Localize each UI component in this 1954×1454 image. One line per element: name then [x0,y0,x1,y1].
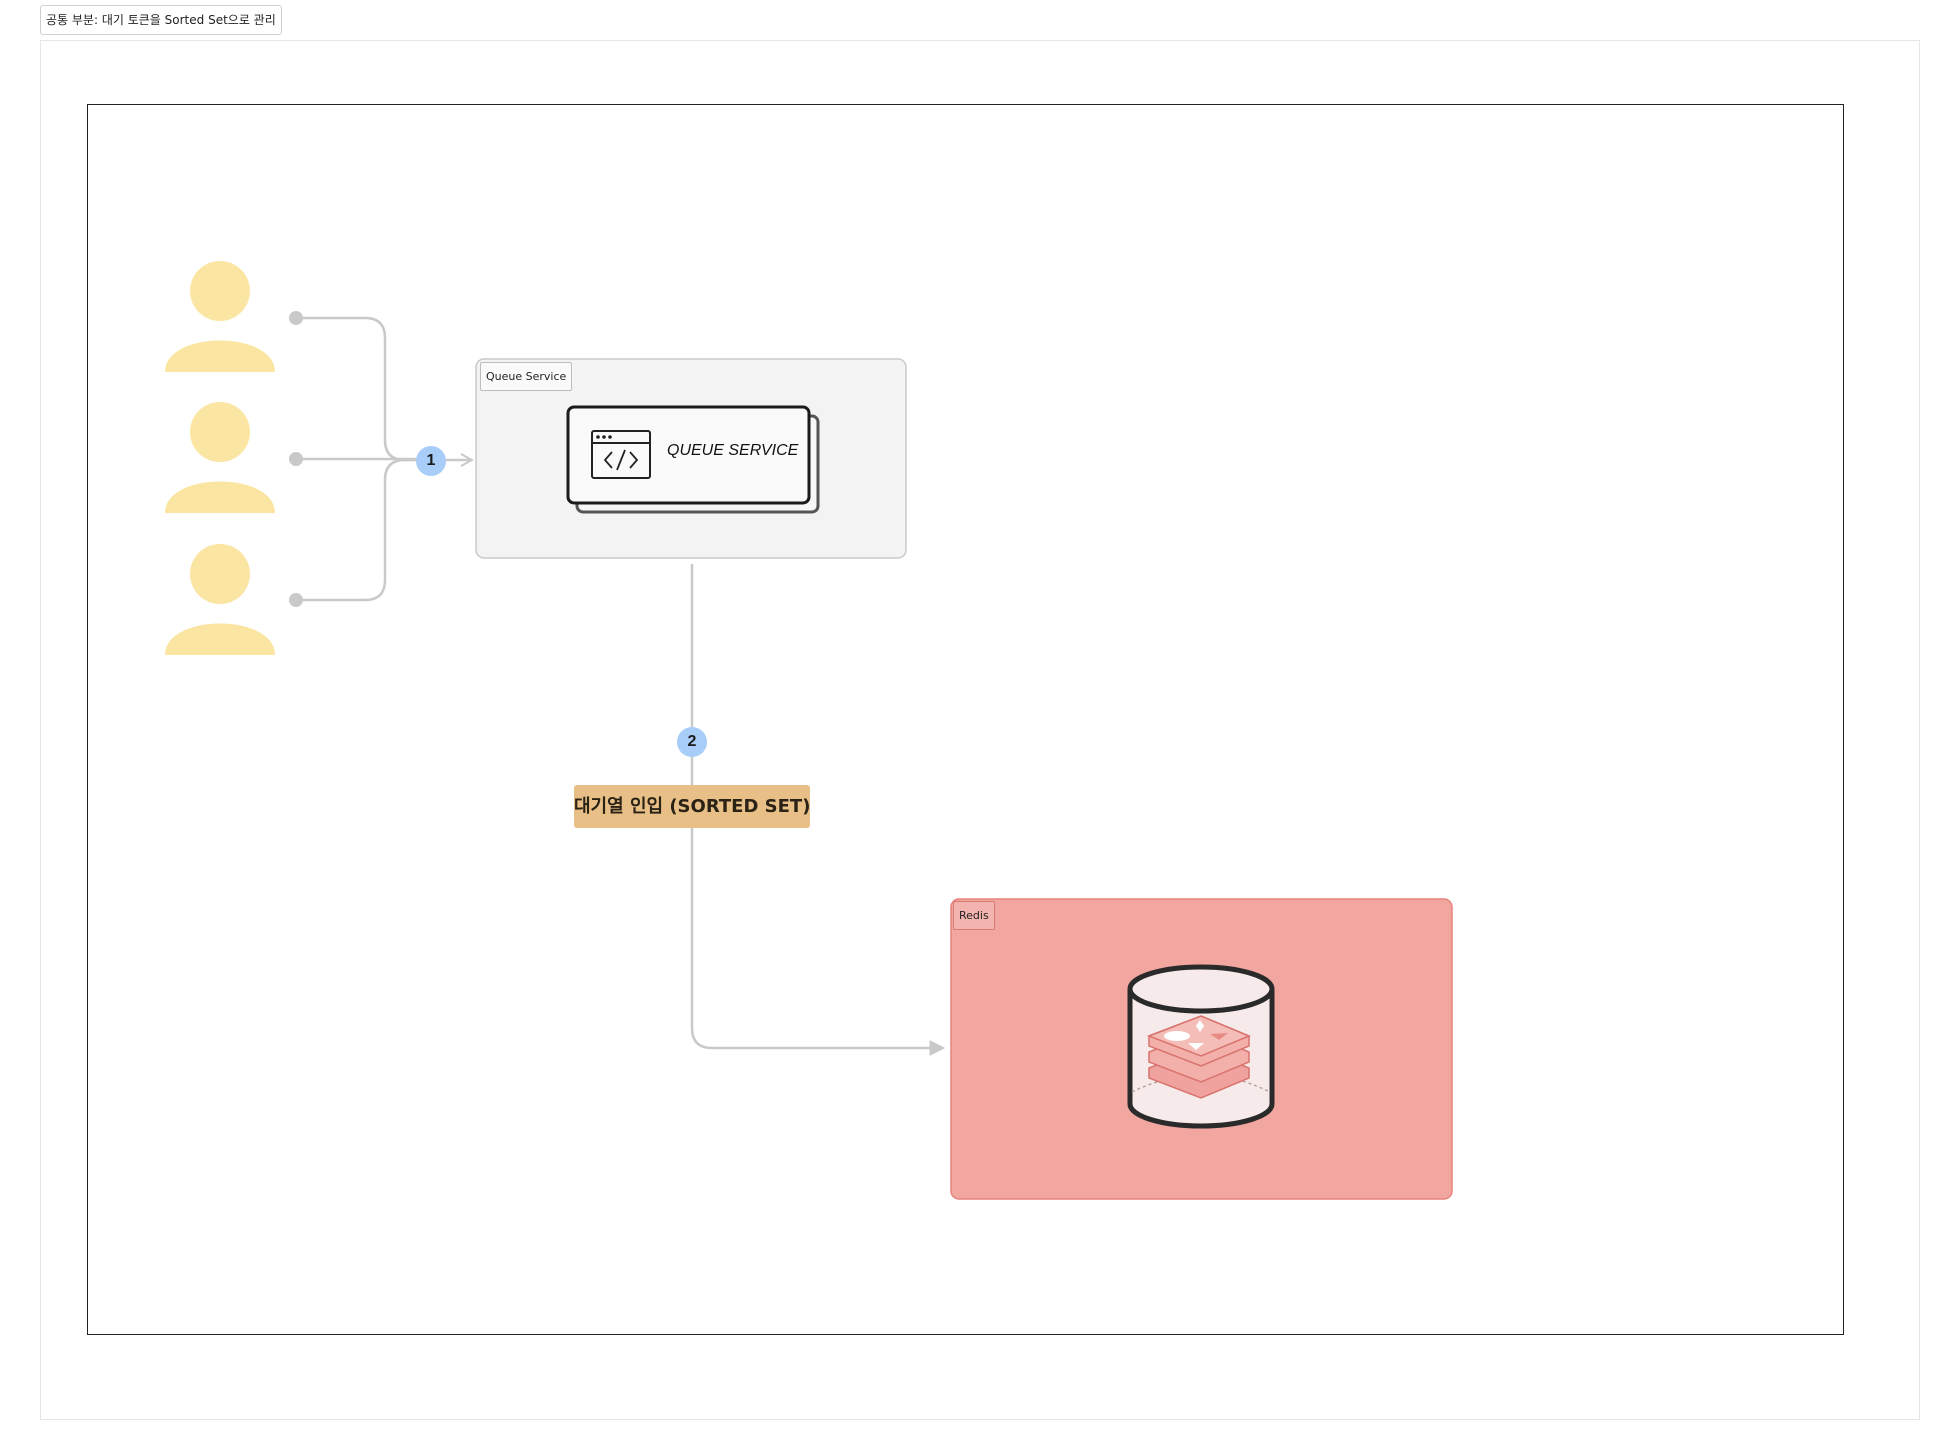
user-icon-1[interactable] [165,261,275,372]
step-badge-2 [677,727,707,757]
queue-service-node-label: QUEUE SERVICE [667,442,799,459]
step-number-2: 2 [687,733,697,750]
user-connectors [296,316,472,602]
connector-user-1 [296,316,432,462]
connector-dot-3 [289,593,303,607]
code-window-icon [591,430,651,479]
canvas [40,40,1920,1420]
edge-label-enqueue[interactable]: 대기열 인입 (SORTED SET) [574,785,810,828]
step-number-1: 1 [426,452,436,469]
user-icon-3[interactable] [165,544,275,655]
redis-group-label: Redis [953,901,995,930]
user-icon-2[interactable] [165,402,275,513]
connector-queue-to-redis [690,564,946,1056]
redis-database-icon[interactable] [1127,964,1275,1129]
diagram-frame [87,104,1844,1335]
queue-service-group-label: Queue Service [480,362,573,391]
connector-dot-1 [289,311,303,325]
connector-user-3 [296,458,432,602]
step-badge-1 [416,446,446,476]
diagram-title-tag[interactable]: 공통 부분: 대기 토큰을 Sorted Set으로 관리 [40,5,282,35]
connector-dot-2 [289,452,303,466]
